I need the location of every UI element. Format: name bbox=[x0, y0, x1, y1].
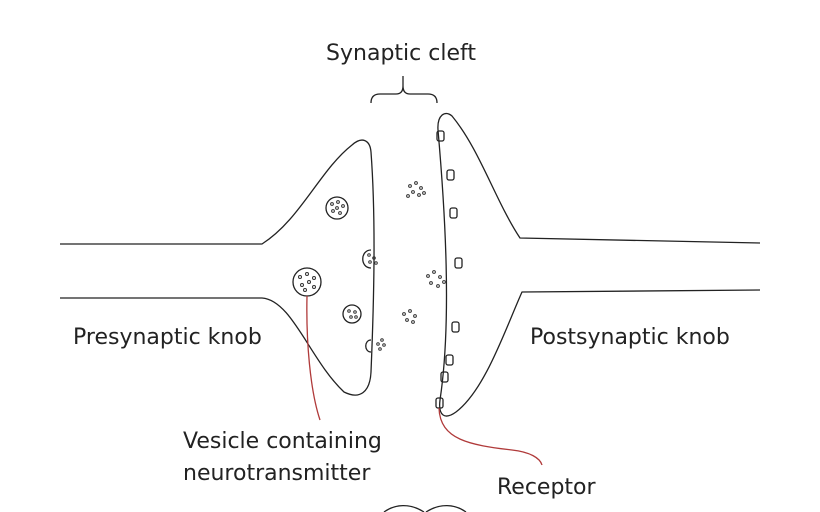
neurotransmitter-cluster-top bbox=[406, 181, 426, 198]
receptor-3 bbox=[449, 207, 458, 219]
receptors bbox=[435, 130, 463, 409]
receptor-5 bbox=[451, 321, 460, 333]
receptor-label: Receptor bbox=[497, 475, 597, 500]
postsynaptic-knob-outline bbox=[437, 112, 761, 417]
synaptic-cleft-label: Synaptic cleft bbox=[326, 41, 476, 66]
vesicle-releasing bbox=[365, 338, 386, 353]
vesicle-fusing bbox=[362, 249, 378, 269]
presynaptic-knob-outline bbox=[60, 139, 375, 396]
synaptic-cleft-bracket bbox=[370, 76, 438, 104]
receptor-2 bbox=[446, 169, 455, 181]
receptor-4 bbox=[454, 257, 463, 269]
receptor-pointer-line bbox=[438, 407, 543, 466]
vesicle-top bbox=[325, 196, 349, 220]
vesicle-label-line1: Vesicle containing bbox=[183, 429, 382, 454]
vesicle-lower bbox=[342, 304, 362, 324]
neurotransmitter-cluster-middle bbox=[426, 270, 446, 288]
receptor-7 bbox=[440, 371, 449, 383]
vesicle-pointer-line bbox=[306, 295, 321, 421]
neurotransmitter-cluster-lower bbox=[402, 309, 417, 324]
receptor-6 bbox=[445, 354, 454, 366]
partial-shape-bottom bbox=[383, 504, 467, 512]
presynaptic-knob-label: Presynaptic knob bbox=[73, 325, 262, 350]
receptor-1 bbox=[436, 130, 445, 142]
vesicle-large bbox=[292, 267, 322, 297]
postsynaptic-knob-label: Postsynaptic knob bbox=[530, 325, 730, 350]
vesicle-label-line2: neurotransmitter bbox=[183, 461, 371, 486]
